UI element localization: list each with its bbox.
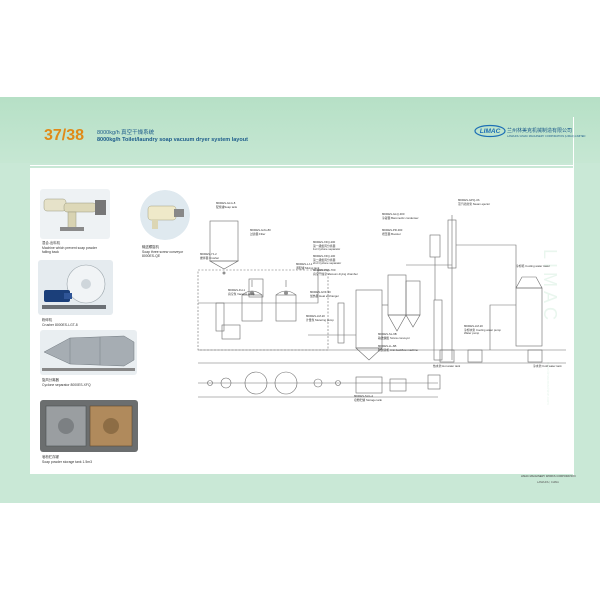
photo-screw-conveyor [140,190,190,240]
photo-caption: 输送螺旋机 Soap three screw conveyor 8000ES-Q… [142,245,184,259]
footer-city: LANZHOU, CHINA [537,481,559,484]
photo-anti-fallback-machine [40,189,110,239]
page-title-cn: 8000kg/h 真空干燥系统 [97,130,155,136]
photo-caption: 皂粉贮存罐 Soap powder storage tank 1.5m3 [42,455,92,464]
label-cooling-tower: 冷却塔 Cooling water tower [516,264,550,268]
photo-caption: 粉碎机 Crusher 8000ES-LGT-8 [42,318,78,327]
photo-caption: 旋风分离器 Cyclone separator 8000ES-XFQ [42,378,91,387]
photo-cyclone-separator [40,330,137,375]
logo-text: LIMAC [480,128,501,135]
divider-line [30,165,573,166]
page-number: 37/38 [44,127,85,144]
divider-line [573,117,574,477]
photo-caption: 混合-出料机 Machine which prevent soap powder… [42,241,98,255]
company-name-en: LANZHOU LIMAC MACHINERY CORPORATION (LIM… [507,135,586,138]
page-title-en: 8000kg/h Toilet/laundry soap vacuum drye… [97,137,248,143]
process-diagram-drawing [197,215,566,398]
company-logo: LIMAC 兰州林美克机械制造有限公司 LANZHOU LIMAC MACHIN… [474,124,588,146]
photo-crusher [38,260,113,315]
brochure-page: 37/38 8000kg/h 真空干燥系统 8000kg/h Toilet/la… [0,97,600,503]
label-cold-water-tank: 冷水池 Cold water tank [533,364,562,368]
label-hot-water-tank: 热水池 Hot water tank [433,364,461,368]
footer-company: LIMAC MACHINERY WORKS CORPORATION [521,475,576,478]
company-name-cn: 兰州林美克机械制造有限公司 [507,128,573,134]
header-band [0,97,600,163]
limac-logo-icon: LIMAC [474,124,506,138]
photo-storage-tank [40,400,138,452]
